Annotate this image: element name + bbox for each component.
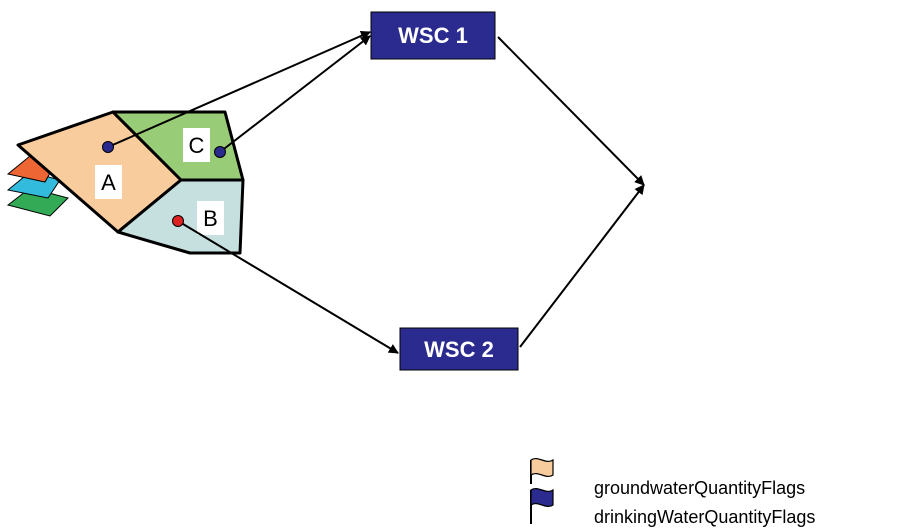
arrow-wsc2-to-output bbox=[519, 184, 645, 348]
arrow-wsc1-to-output bbox=[497, 36, 645, 186]
flag-groundwater-cloth bbox=[530, 457, 554, 478]
point-b bbox=[172, 215, 184, 227]
stack-layer-green bbox=[6, 187, 69, 217]
wsc2-box bbox=[399, 327, 519, 371]
arrow-b-to-wsc2 bbox=[177, 220, 399, 354]
flag-icon bbox=[530, 457, 554, 484]
region-c-label-box bbox=[183, 128, 210, 162]
legend-label-groundwater: groundwaterQuantityFlags bbox=[594, 478, 805, 498]
legend-item-drinking-water: drinkingWaterQuantityFlags bbox=[530, 487, 815, 527]
legend-item-groundwater: groundwaterQuantityFlags bbox=[530, 457, 805, 498]
region-a-label: A bbox=[101, 170, 116, 195]
wsc1-label: WSC 1 bbox=[398, 23, 468, 48]
flag-icon bbox=[530, 487, 554, 524]
wsc2-label: WSC 2 bbox=[424, 337, 494, 362]
wsc1-box bbox=[370, 11, 496, 60]
point-a bbox=[102, 141, 114, 153]
legend: groundwaterQuantityFlags drinkingWaterQu… bbox=[530, 457, 815, 527]
region-a-label-box bbox=[95, 165, 122, 199]
region-b-label: B bbox=[203, 206, 218, 231]
arrow-a-to-wsc1 bbox=[107, 31, 371, 148]
arrow-c-to-wsc1 bbox=[219, 35, 371, 153]
region-b-label-box bbox=[197, 201, 224, 235]
point-c bbox=[214, 146, 226, 158]
legend-label-drinking-water: drinkingWaterQuantityFlags bbox=[594, 507, 815, 527]
flag-drinking-cloth bbox=[530, 487, 554, 508]
region-c-label: C bbox=[189, 133, 205, 158]
